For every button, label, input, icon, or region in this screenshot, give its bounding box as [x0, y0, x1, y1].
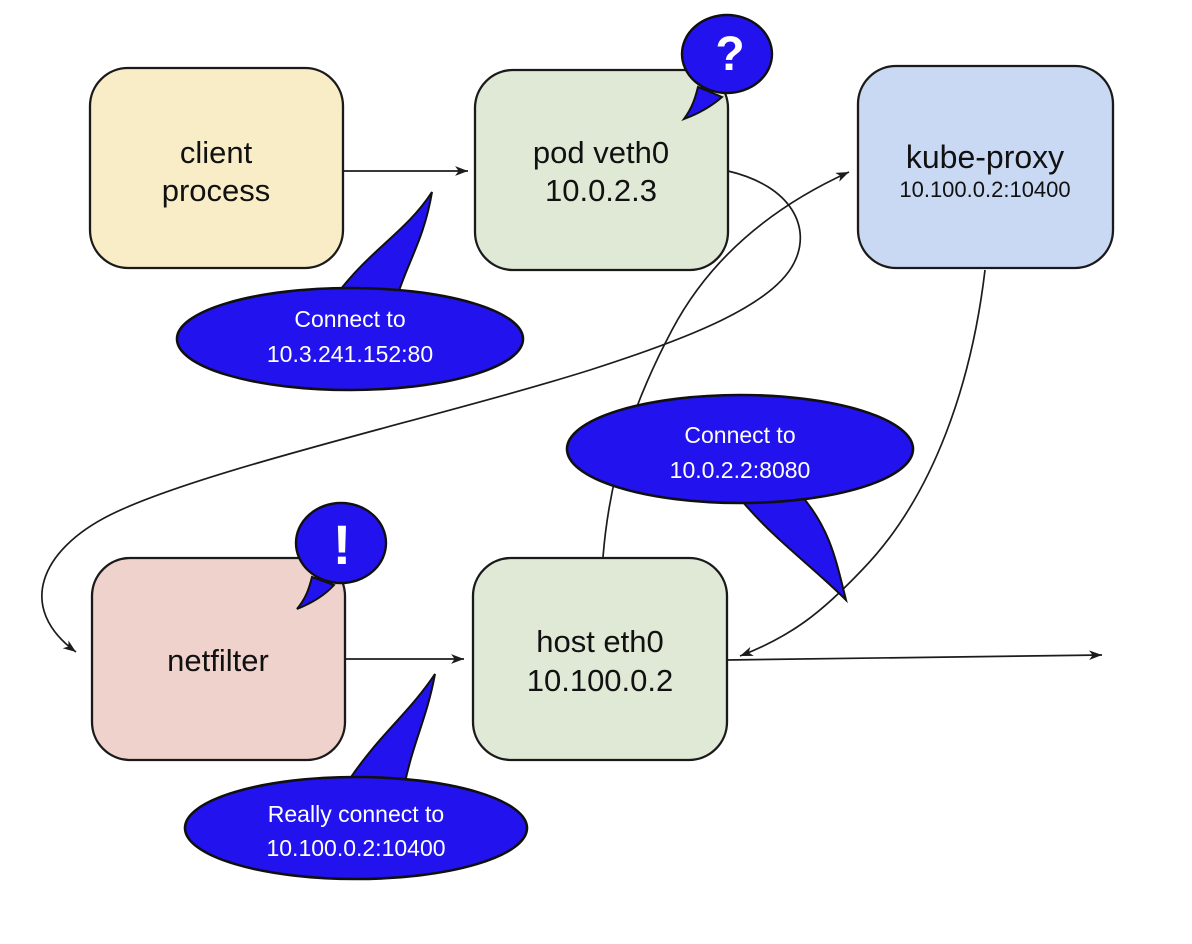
badges: ? ! — [294, 13, 774, 610]
edge-host-to-external — [726, 650, 1103, 661]
callout-connect-service-bubble — [175, 286, 525, 392]
callout-connect-pod-bubble — [565, 393, 915, 505]
pod-veth0-label-line2: 10.0.2.3 — [545, 173, 657, 208]
question-mark-icon: ? — [715, 28, 744, 81]
question-badge-tail — [681, 85, 724, 122]
client-process-label-line1: client — [180, 135, 253, 170]
callout-connect-service-line2: 10.3.241.152:80 — [267, 341, 433, 367]
client-process-label-line2: process — [162, 173, 271, 208]
callout-connect-pod-line2: 10.0.2.2:8080 — [670, 457, 811, 483]
callout-connect-pod-tail — [740, 492, 848, 604]
callout-really-connect-tail — [347, 673, 436, 789]
callouts: Connect to 10.3.241.152:80 Connect to 10… — [175, 191, 915, 881]
pod-veth0-label-line1: pod veth0 — [533, 135, 669, 170]
exclamation-badge-tail — [296, 575, 336, 610]
edge-pod-to-netfilter — [41, 170, 802, 653]
host-eth0-label-line2: 10.100.0.2 — [527, 663, 674, 698]
edge-kube-proxy-to-host — [739, 269, 986, 657]
host-eth0-label-line1: host eth0 — [536, 624, 664, 659]
callout-connect-service-line1: Connect to — [294, 306, 405, 332]
callout-connect-pod-line1: Connect to — [684, 422, 795, 448]
callout-really-connect-line1: Really connect to — [268, 801, 444, 827]
callout-connect-service-tail — [335, 191, 433, 302]
node-netfilter — [90, 556, 347, 762]
node-host-eth0 — [471, 556, 729, 762]
question-badge-bubble — [680, 13, 774, 95]
exclamation-mark-icon: ! — [333, 513, 352, 576]
node-client-process — [88, 66, 345, 270]
kube-proxy-label-line2: 10.100.0.2:10400 — [899, 177, 1070, 202]
callout-really-connect-line2: 10.100.0.2:10400 — [266, 835, 445, 861]
netfilter-label-line1: netfilter — [167, 643, 269, 678]
node-pod-veth0 — [473, 68, 730, 272]
kube-proxy-label-line1: kube-proxy — [906, 139, 1064, 175]
nodes: client process pod veth0 10.0.2.3 kube-p… — [88, 64, 1115, 762]
callout-really-connect-bubble — [183, 775, 529, 881]
node-kube-proxy — [856, 64, 1115, 270]
exclamation-badge-bubble — [294, 501, 388, 585]
